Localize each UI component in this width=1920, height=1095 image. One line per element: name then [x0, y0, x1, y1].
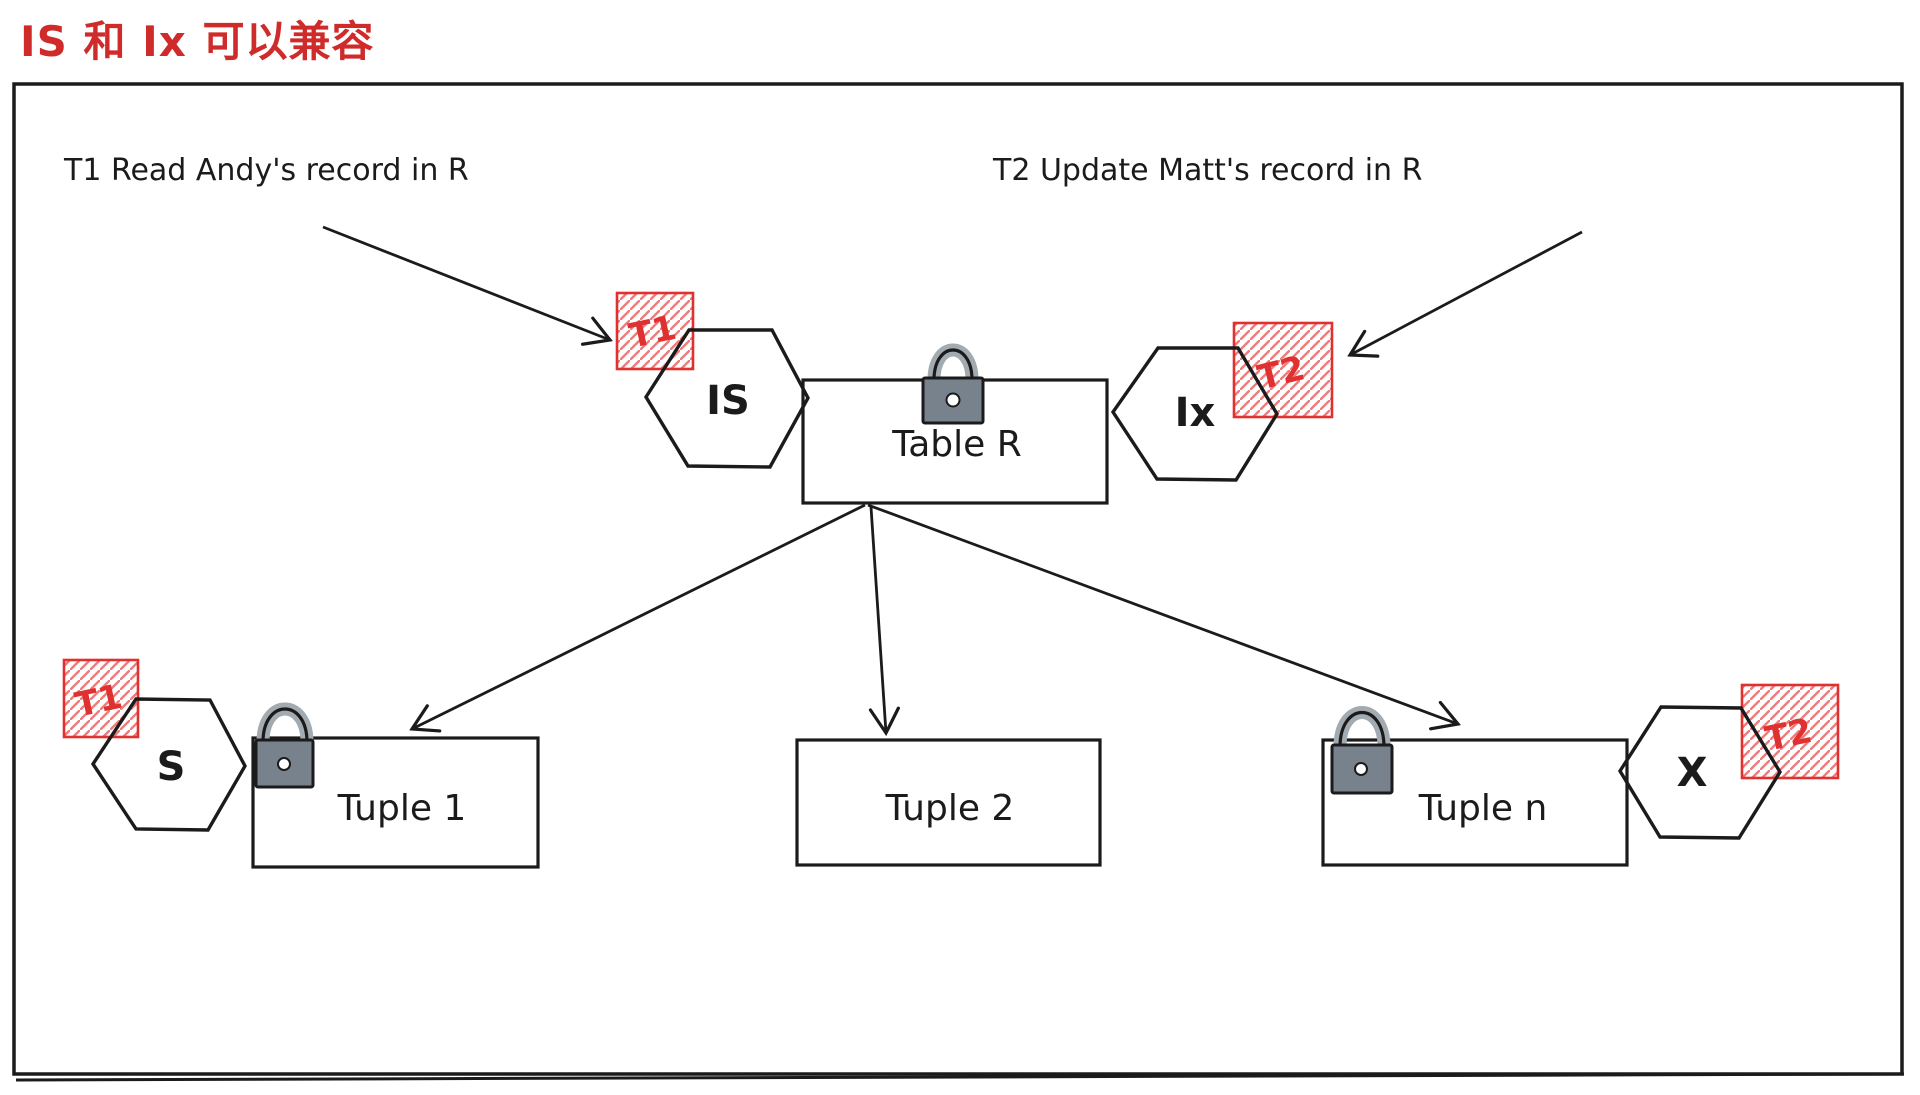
t2-annotation-arrow [1350, 230, 1583, 355]
hexagon-is: IS [643, 328, 810, 469]
t1-badge-label: T1 [626, 308, 680, 357]
hexagon-s-shape [90, 697, 247, 832]
arrow-table-to-tuple2 [871, 506, 886, 733]
hexagon-is-shape [643, 328, 810, 469]
lock-shackle-outline [1338, 710, 1386, 748]
t2-badge-label: T2 [1762, 711, 1816, 760]
outer-frame-bottom-stroke [15, 1072, 1905, 1082]
hexagon-x-shape [1617, 705, 1782, 840]
tuple-2-box [795, 738, 1102, 867]
hexagon-is-label: IS [706, 378, 750, 424]
tuple-2-label: Tuple 2 [885, 788, 1015, 829]
lock-keyhole [277, 757, 291, 771]
tuple-2-node: Tuple 2 [795, 738, 1102, 867]
annotation-t2: T2 Update Matt's record in R [992, 153, 1422, 188]
t1-badge-tuple1: T1 [62, 658, 140, 739]
t1-badge-label: T1 [72, 677, 126, 726]
lock-shackle-outline [932, 348, 974, 381]
t2-badge-table: T2 [1232, 321, 1334, 419]
t2-badge-tuplen: T2 [1740, 683, 1840, 780]
hexagon-s-label: S [157, 744, 186, 790]
t1-badge-square [615, 291, 695, 371]
lock-keyhole [945, 392, 961, 408]
outer-frame [12, 82, 1904, 1076]
hexagon-ix-label: Ix [1175, 390, 1216, 436]
hexagon-ix-shape [1110, 346, 1279, 482]
hexagon-s: S [90, 697, 247, 832]
lock-icon-tuple1 [254, 702, 315, 789]
t2-badge-square [1740, 683, 1840, 780]
arrow-table-to-tuplen [867, 503, 1458, 724]
lock-icon-table [921, 343, 985, 425]
tuple-n-label: Tuple n [1418, 788, 1548, 829]
hexagon-ix: Ix [1110, 346, 1279, 482]
lock-keyhole [1354, 762, 1368, 776]
hexagon-x-label: X [1677, 750, 1708, 796]
t1-badge-table: T1 [615, 291, 695, 371]
hexagon-x: X [1617, 705, 1782, 840]
lock-icon-tuplen [1330, 706, 1394, 795]
t1-badge-square [62, 658, 140, 739]
table-r-label: Table R [891, 424, 1022, 465]
tuple-1-label: Tuple 1 [337, 788, 467, 829]
page-title: IS 和 Ix 可以兼容 [20, 17, 375, 66]
t1-annotation-arrow [322, 225, 610, 340]
arrow-table-to-tuple1 [412, 503, 866, 729]
lock-shackle-outline [261, 707, 309, 743]
annotation-t1: T1 Read Andy's record in R [63, 153, 469, 188]
